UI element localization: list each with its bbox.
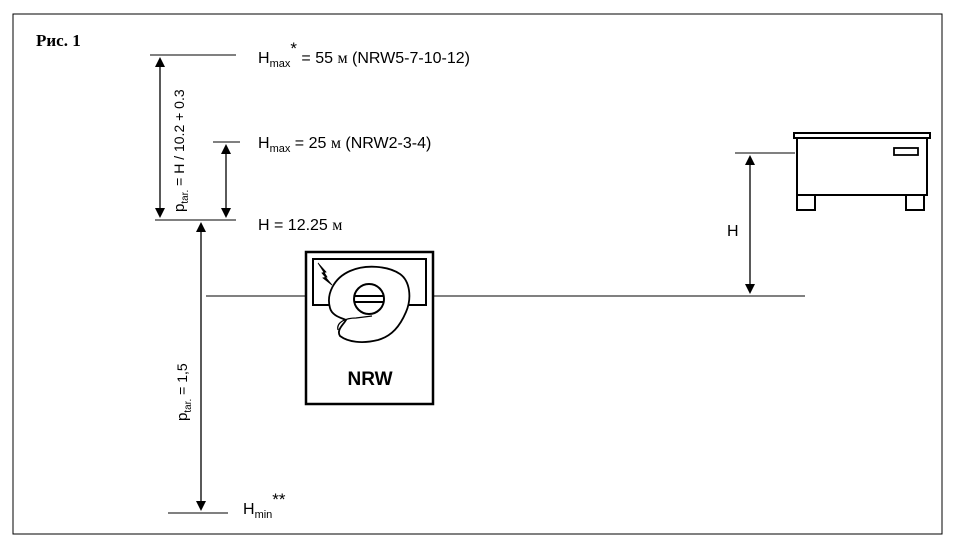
indoor-unit-display	[893, 147, 919, 156]
pressure-label-lower: ptar. = 1,5	[174, 363, 194, 421]
level-label-hmin: Hmin**	[243, 490, 286, 521]
level-label-hmax-high: Hmax* = 55 м (NRW5-7-10-12)	[258, 39, 470, 70]
figure-caption: Рис. 1	[36, 31, 81, 50]
pressure-label-upper: ptar. = H / 10.2 + 0.3	[171, 89, 191, 212]
nrw-label: NRW	[347, 369, 392, 390]
figure-frame	[12, 13, 943, 535]
level-label-hmax-low: Hmax = 25 м (NRW2-3-4)	[258, 135, 431, 155]
indoor-unit-foot-right	[905, 194, 925, 211]
nrw-valve-circle	[353, 283, 385, 315]
nrw-device: NRW	[304, 250, 435, 406]
indoor-unit-foot-left	[796, 194, 816, 211]
level-label-h-ref: H = 12.25 м	[258, 217, 342, 234]
nrw-inner-contour	[337, 315, 373, 331]
indoor-unit	[793, 132, 931, 211]
lightning-icon	[317, 262, 333, 286]
indoor-height-label: H	[727, 223, 739, 240]
indoor-unit-body	[796, 137, 928, 196]
